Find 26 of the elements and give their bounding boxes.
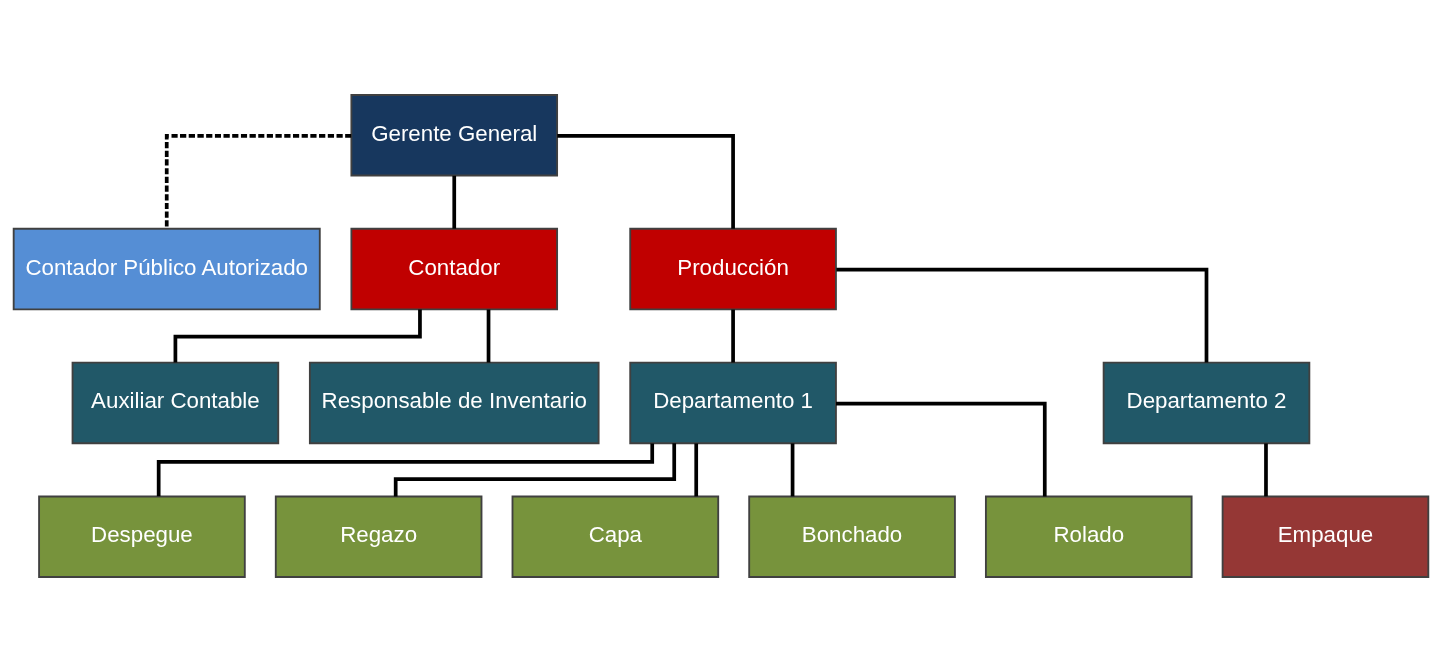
connector <box>731 309 735 363</box>
node-box: Auxiliar Contable <box>71 361 280 445</box>
node-box: Gerente General <box>350 94 559 177</box>
node-box: Bonchado <box>748 495 956 578</box>
node-box: Departamento 1 <box>629 361 837 445</box>
node-box: Empaque <box>1221 495 1430 578</box>
connector <box>1264 443 1268 497</box>
node-box: Departamento 2 <box>1102 361 1311 445</box>
node-box: Regazo <box>274 495 483 578</box>
connector <box>486 309 491 363</box>
node-box: Rolado <box>984 495 1193 578</box>
node-box: Capa <box>511 495 720 578</box>
node-box: Contador <box>350 227 559 311</box>
connector <box>694 443 699 497</box>
node-box: Despegue <box>38 495 246 578</box>
connector <box>557 134 735 229</box>
connector <box>452 175 457 229</box>
node-box: Responsable de Inventario <box>308 361 600 445</box>
connector <box>836 267 1209 363</box>
connector <box>790 443 795 497</box>
node-box: Producción <box>629 227 837 311</box>
node-box: Contador Público Autorizado <box>12 227 321 311</box>
connector <box>393 443 677 497</box>
connector <box>156 443 655 497</box>
connector <box>836 401 1047 497</box>
connector <box>164 134 352 229</box>
